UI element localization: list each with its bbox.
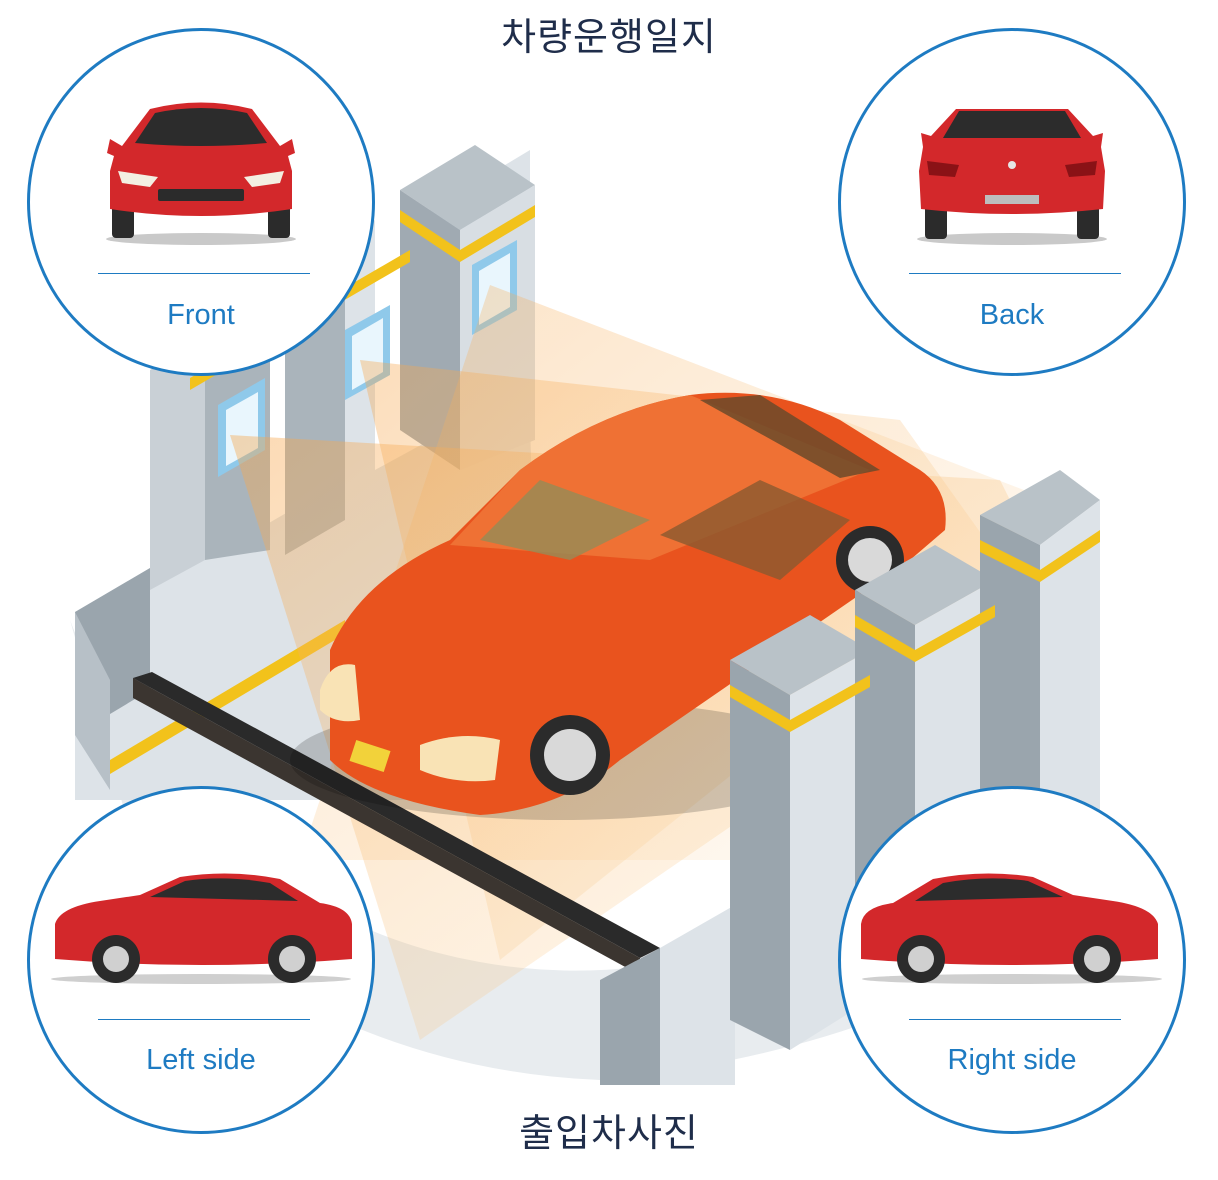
bottom-title: 출입차사진 <box>519 1111 699 1155</box>
front-label: Front <box>167 299 235 331</box>
entry-barrier-side <box>133 678 640 975</box>
front-view-circle: Front <box>27 28 375 376</box>
car-front-icon <box>106 102 296 245</box>
right-label: Right side <box>947 1044 1077 1076</box>
back-divider <box>909 273 1121 274</box>
back-view-circle: Back <box>838 28 1186 376</box>
main-car <box>320 392 946 815</box>
left-label: Left side <box>146 1044 256 1076</box>
car-left-icon <box>51 873 352 984</box>
car-right-icon <box>861 873 1162 984</box>
back-label: Back <box>979 299 1045 331</box>
left-view-circle: Left side <box>27 786 375 1134</box>
left-divider <box>98 1019 310 1020</box>
car-back-icon <box>917 109 1107 245</box>
top-title: 차량운행일지 <box>501 15 717 59</box>
right-divider <box>909 1019 1121 1020</box>
right-view-circle: Right side <box>838 786 1186 1134</box>
front-divider <box>98 273 310 274</box>
entry-barrier <box>133 672 660 958</box>
